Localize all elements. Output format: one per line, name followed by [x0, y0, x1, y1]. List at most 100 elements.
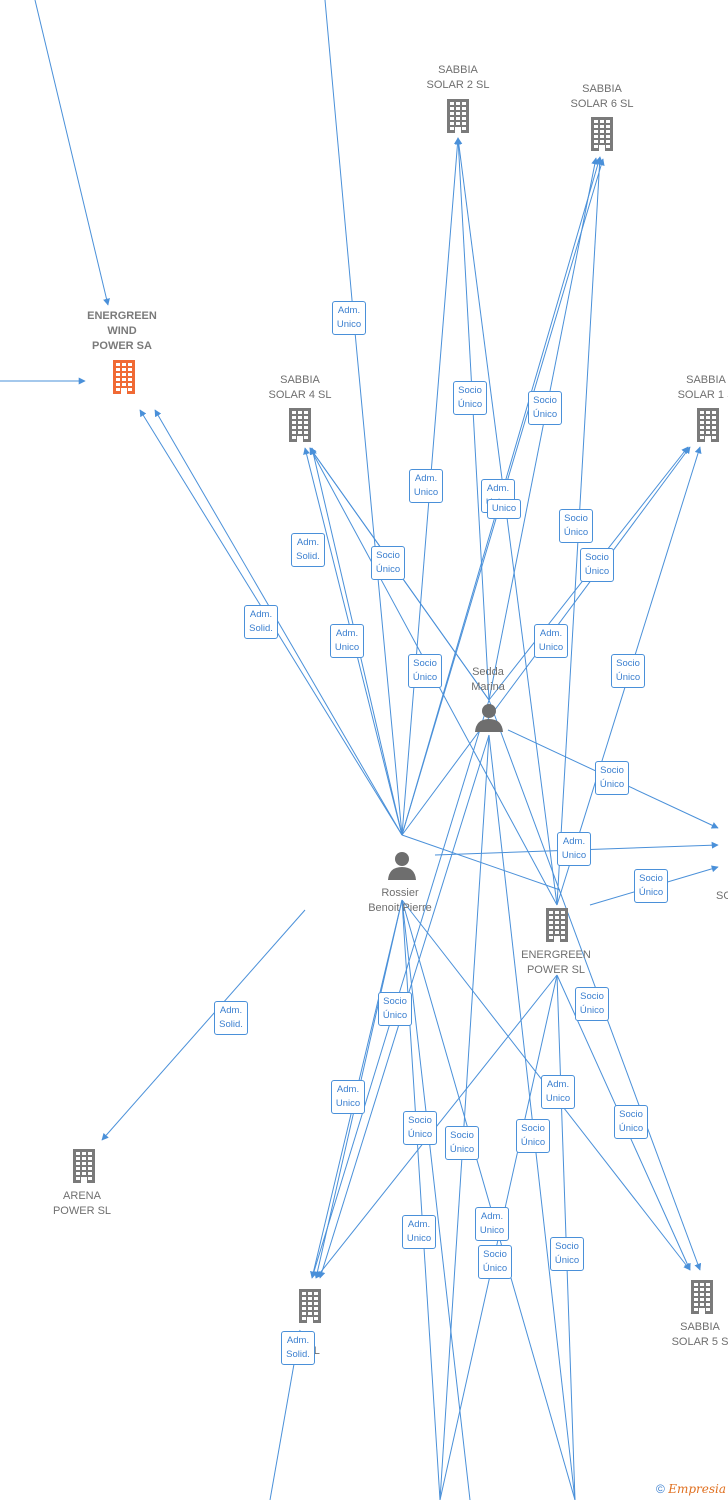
edge-line	[455, 137, 558, 906]
person-icon[interactable]	[474, 702, 504, 737]
edge-role-text: Unico	[538, 642, 564, 653]
edge-role-text: Único	[584, 566, 610, 577]
edge-role-label[interactable]: Adm. Unico	[402, 1215, 436, 1249]
node-label-line: POWER SA	[92, 340, 152, 352]
edge-role-text: Adm.	[335, 628, 359, 639]
edge-line	[401, 899, 576, 1500]
edge-role-text: Unico	[334, 642, 360, 653]
edge-role-text: Adm.	[249, 609, 273, 620]
node-label-line: SABBIA	[686, 374, 726, 386]
node-label-line: SOLAR 4 SL	[268, 389, 332, 401]
edge-role-text: Socio	[413, 658, 437, 669]
edge-role-text: Único	[482, 1263, 508, 1274]
edge-line	[34, 0, 110, 306]
edge-role-text: Socio	[458, 385, 482, 396]
node-label-line: SABBIA	[438, 64, 478, 76]
edge-role-text: Solid.	[286, 1349, 310, 1360]
edge-role-label[interactable]: Adm. Solid.	[281, 1331, 315, 1365]
edge-role-label[interactable]: Adm.Solid.	[291, 533, 325, 567]
building-icon[interactable]	[287, 408, 313, 447]
edge-role-text: Unico	[406, 1233, 432, 1244]
building-icon[interactable]	[544, 908, 570, 947]
edge-role-text: Unico	[335, 1098, 361, 1109]
edge-role-text: Único	[449, 1144, 475, 1155]
edge-line	[401, 899, 471, 1500]
edge-role-text: Adm.	[296, 537, 320, 548]
person-icon[interactable]	[387, 850, 417, 885]
edge-role-text: Socio	[580, 991, 604, 1002]
edge-role-label[interactable]: Adm.Unico	[534, 624, 568, 658]
node-label[interactable]: SO	[716, 889, 728, 904]
edge-role-text: Unico	[491, 503, 517, 514]
edge-line	[488, 699, 702, 1271]
edge-role-text: Adm.	[286, 1335, 310, 1346]
building-icon[interactable]	[445, 99, 471, 138]
edge-role-text: Único	[638, 887, 664, 898]
edge-role-text: Socio	[376, 550, 400, 561]
edge-role-text: Adm.	[486, 483, 510, 494]
node-label-line: SABBIA	[582, 83, 622, 95]
edge-role-text: Unico	[336, 319, 362, 330]
building-icon[interactable]	[297, 1289, 323, 1328]
edge-role-text: Socio	[408, 1115, 432, 1126]
edge-role-text: Socio	[383, 996, 407, 1007]
edge-role-label[interactable]: Adm.Unico	[331, 1080, 365, 1114]
brand-name: Empresia	[668, 1482, 726, 1496]
edge-role-label[interactable]: Adm.Solid.	[244, 605, 278, 639]
edge-line	[439, 734, 490, 1500]
edge-role-text: Adm.	[407, 1219, 431, 1230]
edge-role-text: Socio	[555, 1241, 579, 1252]
edge-role-text: Unico	[413, 487, 439, 498]
building-icon[interactable]	[689, 1280, 715, 1319]
edge-role-text: Único	[615, 672, 641, 683]
edge-role-label[interactable]: Adm.Solid.	[214, 1001, 248, 1035]
edge-role-label[interactable]: Adm.Unico	[557, 832, 591, 866]
building-icon[interactable]	[589, 117, 615, 156]
edge-role-text: Único	[532, 409, 558, 420]
edge-role-label[interactable]: Adm.Unico	[409, 469, 443, 503]
building-icon[interactable]	[71, 1149, 97, 1188]
node-label-line: Benoit Pierre	[368, 902, 432, 914]
edge-role-label[interactable]: Adm.Unico	[475, 1207, 509, 1241]
edge-role-label[interactable]: Adm.Unico	[332, 301, 366, 335]
edge-role-label[interactable]: Adm.Unico	[541, 1075, 575, 1109]
edge-role-text: Socio	[521, 1123, 545, 1134]
edge-role-label[interactable]: Adm. Unico	[330, 624, 364, 658]
edge-role-text: Socio	[600, 765, 624, 776]
edge-role-label[interactable]: Unico	[487, 499, 521, 519]
node-label-line: SO	[716, 890, 728, 902]
edge-role-text: Único	[412, 672, 438, 683]
edge-line	[101, 909, 306, 1141]
building-icon[interactable]	[695, 408, 721, 447]
edge-role-text: Único	[618, 1123, 644, 1134]
building-icon[interactable]	[111, 360, 137, 399]
credit[interactable]: © Empresia	[656, 1482, 726, 1496]
